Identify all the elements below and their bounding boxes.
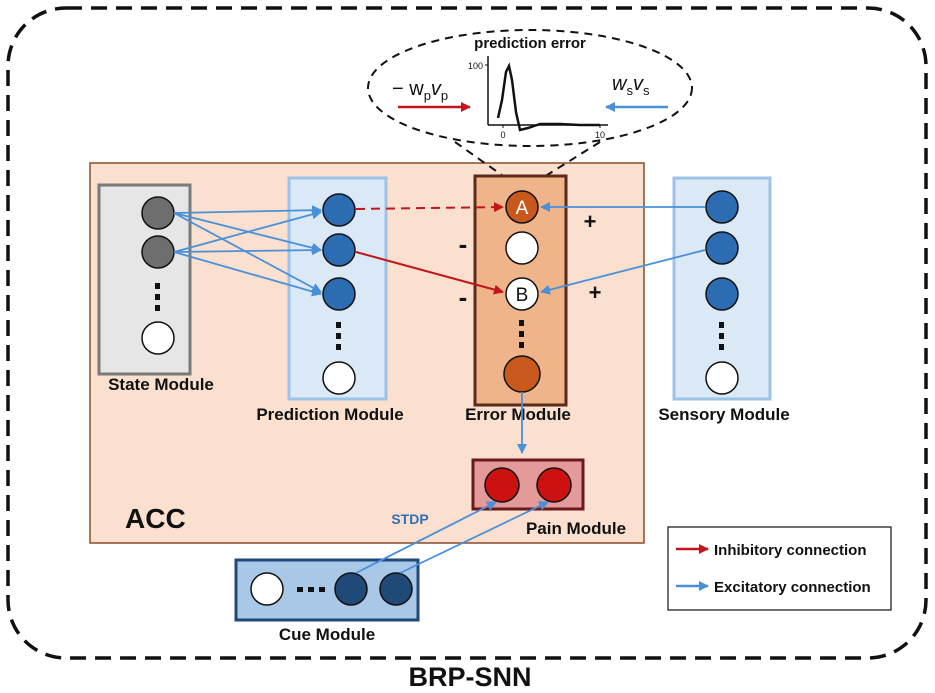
error-module-label: Error Module [465, 405, 571, 424]
acc-label: ACC [125, 503, 186, 534]
cue-neuron-3 [379, 572, 413, 606]
plot-x-tick-0: 0 [500, 130, 505, 140]
sensory-neuron-3 [705, 277, 739, 311]
inhibitory-weight-term: − wpvp [392, 78, 471, 112]
state-neuron-2 [141, 235, 175, 269]
state-module-label: State Module [108, 375, 214, 394]
state-neuron-n [141, 321, 175, 355]
cue-module-label: Cue Module [279, 625, 375, 644]
sensory-neuron-1 [705, 190, 739, 224]
plus-sign-upper: + [584, 209, 597, 234]
error-neuron-n [503, 355, 541, 393]
error-neuron-2 [505, 231, 539, 265]
state-neuron-1 [141, 196, 175, 230]
svg-text:wsvs: wsvs [612, 73, 650, 98]
prediction-to-a-dashed-connection [355, 202, 504, 213]
pain-module-label: Pain Module [526, 519, 626, 538]
legend-excitatory-label: Excitatory connection [714, 579, 871, 596]
legend-box [667, 526, 892, 611]
prediction-module-label: Prediction Module [256, 405, 403, 424]
cue-ellipsis [297, 587, 325, 592]
svg-text:− wpvp: − wpvp [392, 78, 448, 103]
prediction-error-plot: 100 0 10 [468, 56, 608, 140]
prediction-neuron-1 [322, 193, 356, 227]
plot-x-tick-10: 10 [595, 130, 605, 140]
excitatory-weight-term: wsvs [605, 73, 668, 112]
state-ellipsis [155, 283, 160, 311]
plot-y-tick: 100 [468, 61, 483, 71]
minus-sign-upper: - [459, 229, 468, 259]
error-neuron-b [505, 277, 539, 311]
prediction-neuron-3 [322, 277, 356, 311]
minus-sign-lower: - [459, 282, 468, 312]
stdp-label: STDP [391, 511, 428, 527]
cue-to-pain-connection-2 [399, 501, 549, 574]
sensory-neuron-n [705, 361, 739, 395]
sensory-to-b-connection [540, 249, 706, 295]
cue-neuron-2 [334, 572, 368, 606]
sensory-neuron-2 [705, 231, 739, 265]
pain-neuron-2 [536, 467, 572, 503]
plus-sign-lower: + [589, 280, 602, 305]
cue-to-pain-connection-1 [355, 501, 497, 574]
prediction-ellipsis [336, 322, 341, 350]
prediction-to-b-connection [355, 251, 504, 295]
error-ellipsis [519, 320, 524, 348]
cue-neuron-1 [250, 572, 284, 606]
prediction-neuron-2 [322, 233, 356, 267]
prediction-neuron-n [322, 361, 356, 395]
diagram-title: BRP-SNN [408, 662, 531, 692]
pain-neuron-1 [484, 467, 520, 503]
state-to-prediction-connections [173, 205, 322, 297]
sensory-module-label: Sensory Module [658, 405, 789, 424]
error-neuron-a-label: A [516, 198, 529, 219]
legend-inhibitory-label: Inhibitory connection [714, 542, 867, 559]
error-neuron-b-label: B [516, 285, 529, 306]
prediction-error-bubble [367, 29, 693, 147]
brp-snn-boundary [6, 6, 928, 660]
prediction-error-title: prediction error [474, 35, 586, 52]
sensory-ellipsis [719, 322, 724, 350]
error-neuron-a [505, 190, 539, 224]
